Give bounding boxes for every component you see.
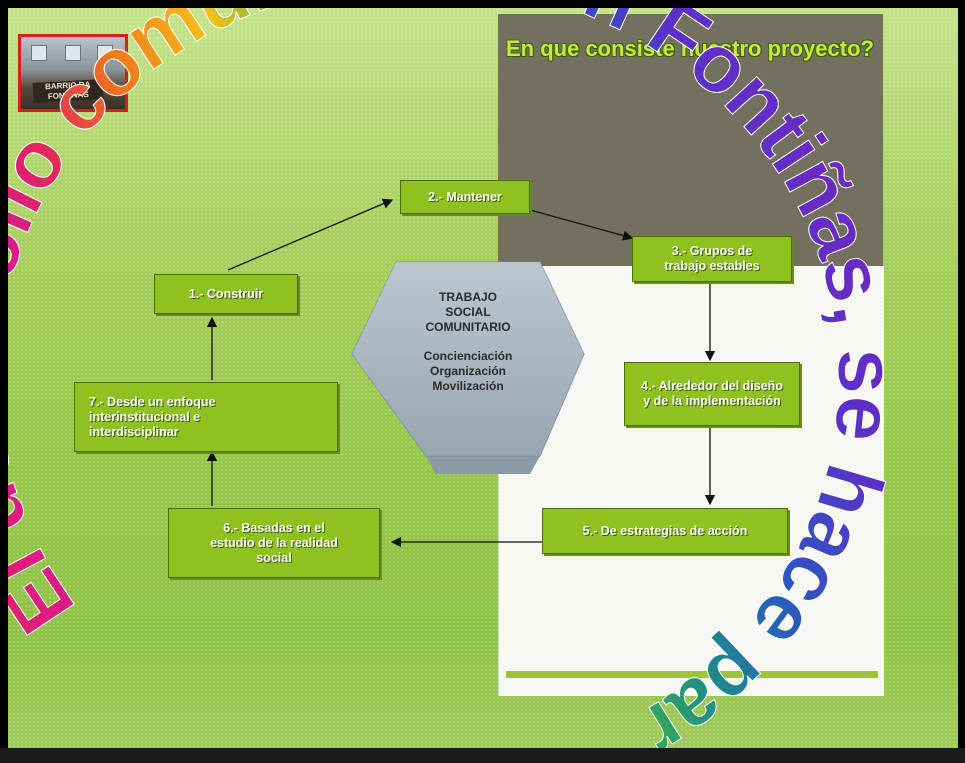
step-1-label: 1.- Construir: [188, 286, 264, 301]
step-6-box: 6.- Basadas en el estudio de la realidad…: [168, 508, 380, 578]
center-title-line: TRABAJO: [438, 290, 497, 304]
center-prism: [351, 261, 585, 474]
step-4-label: 4.- Alrededor del diseño y de la impleme…: [641, 379, 783, 409]
step-3-line: 3.- Grupos de: [671, 244, 753, 258]
step-1-box: 1.- Construir: [154, 274, 298, 314]
step-3-box: 3.- Grupos de trabajo estables: [632, 236, 792, 282]
window-shape: [97, 45, 113, 61]
step-6-line: social: [256, 550, 292, 565]
logo-photo: BARRIO DA FONTIÑAS: [18, 34, 128, 112]
arrow-1-2: [227, 198, 394, 271]
slide-question: En que consiste nuestro proyecto?: [506, 36, 874, 61]
center-item: Concienciación: [423, 349, 513, 363]
step-6-label: 6.- Basadas en el estudio de la realidad…: [210, 521, 338, 566]
step-7-line: 7.- Desde un enfoque: [89, 394, 216, 409]
step-4-box: 4.- Alrededor del diseño y de la impleme…: [624, 362, 800, 426]
step-6-line: 6.- Basadas en el: [223, 520, 325, 535]
step-7-line: interdisciplinar: [89, 424, 179, 439]
dark-panel: [498, 14, 883, 266]
bottom-bar: [0, 748, 965, 763]
center-item: Movilización: [432, 379, 504, 393]
step-4-line: 4.- Alrededor del diseño: [641, 379, 783, 393]
connector-layer: El desarrollo comunitario, en Fontiñas, …: [8, 8, 914, 748]
step-5-box: 5.- De estrategias de acción: [542, 508, 788, 554]
step-7-line: interinstitucional e: [89, 409, 201, 424]
arrow-2-3: [529, 209, 634, 241]
step-6-line: estudio de la realidad: [210, 535, 338, 550]
center-item: Organización: [429, 364, 506, 378]
step-7-box: 7.- Desde un enfoque interinstitucional …: [74, 382, 338, 452]
center-title-line: SOCIAL: [445, 305, 491, 319]
step-3-line: trabajo estables: [664, 259, 760, 273]
slide: BARRIO DA FONTIÑAS En que consiste nuest…: [8, 8, 958, 748]
step-2-box: 2.- Mantener: [400, 180, 530, 214]
window-shape: [65, 45, 81, 61]
window-shape: [31, 45, 47, 61]
step-2-label: 2.- Mantener: [428, 189, 502, 204]
step-5-label: 5.- De estrategias de acción: [582, 523, 748, 538]
step-7-label: 7.- Desde un enfoque interinstitucional …: [89, 395, 215, 440]
step-3-label: 3.- Grupos de trabajo estables: [664, 244, 759, 274]
center-label: TRABAJO SOCIAL COMUNITARIO Concienciació…: [396, 290, 540, 394]
center-title-line: COMUNITARIO: [425, 320, 511, 334]
panel-accent-line: [506, 671, 878, 678]
step-4-line: y de la implementación: [643, 394, 781, 408]
